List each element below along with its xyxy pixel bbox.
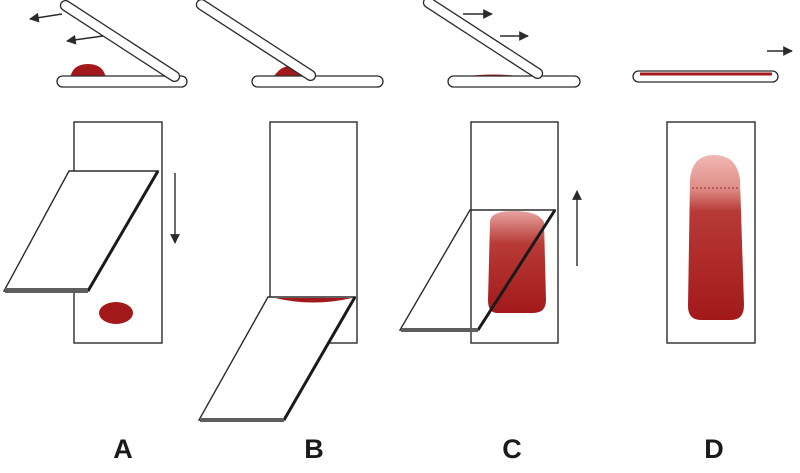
slide-side	[56, 75, 188, 88]
spreader-edge	[200, 418, 284, 422]
spreader-slide-side	[422, 0, 544, 80]
step-label-b: B	[304, 434, 324, 464]
panel-d-top-view	[666, 121, 756, 344]
step-label-a: A	[113, 434, 133, 464]
panel-a-top-view	[2, 121, 180, 344]
blood-film	[275, 298, 352, 303]
panel-a-side-view	[29, 0, 188, 88]
spreader-slide-top	[197, 296, 357, 421]
blood-drop-icon	[70, 64, 106, 79]
blood-smear	[488, 211, 546, 313]
blood-smear	[688, 155, 744, 320]
slide-top	[470, 121, 559, 344]
arrow-icon	[66, 34, 104, 45]
slide-side	[447, 75, 581, 88]
panel-b-side-view	[195, 0, 384, 88]
blood-drop-icon	[99, 302, 133, 324]
spreader-slide-side	[195, 0, 317, 82]
panel-d-side-view	[632, 46, 793, 83]
spreader-edge	[401, 328, 478, 332]
slide-side	[251, 75, 384, 88]
spreader-edge	[5, 288, 88, 293]
spreader-slide-side	[59, 0, 181, 83]
panel-c-side-view	[422, 0, 581, 88]
step-label-d: D	[704, 434, 724, 464]
panel-b-top-view	[197, 121, 358, 422]
arrow-icon	[29, 12, 63, 23]
panel-c-top-view	[398, 121, 582, 344]
step-label-c: C	[502, 434, 522, 464]
slide-top	[666, 121, 756, 344]
spreader-slide-top	[2, 170, 160, 292]
